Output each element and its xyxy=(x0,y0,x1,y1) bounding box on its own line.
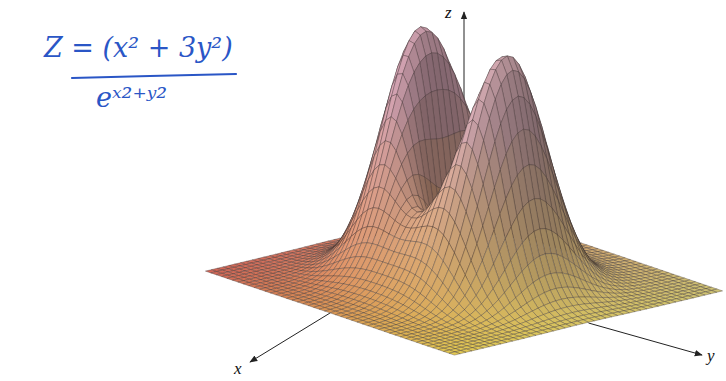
surface xyxy=(205,27,722,355)
